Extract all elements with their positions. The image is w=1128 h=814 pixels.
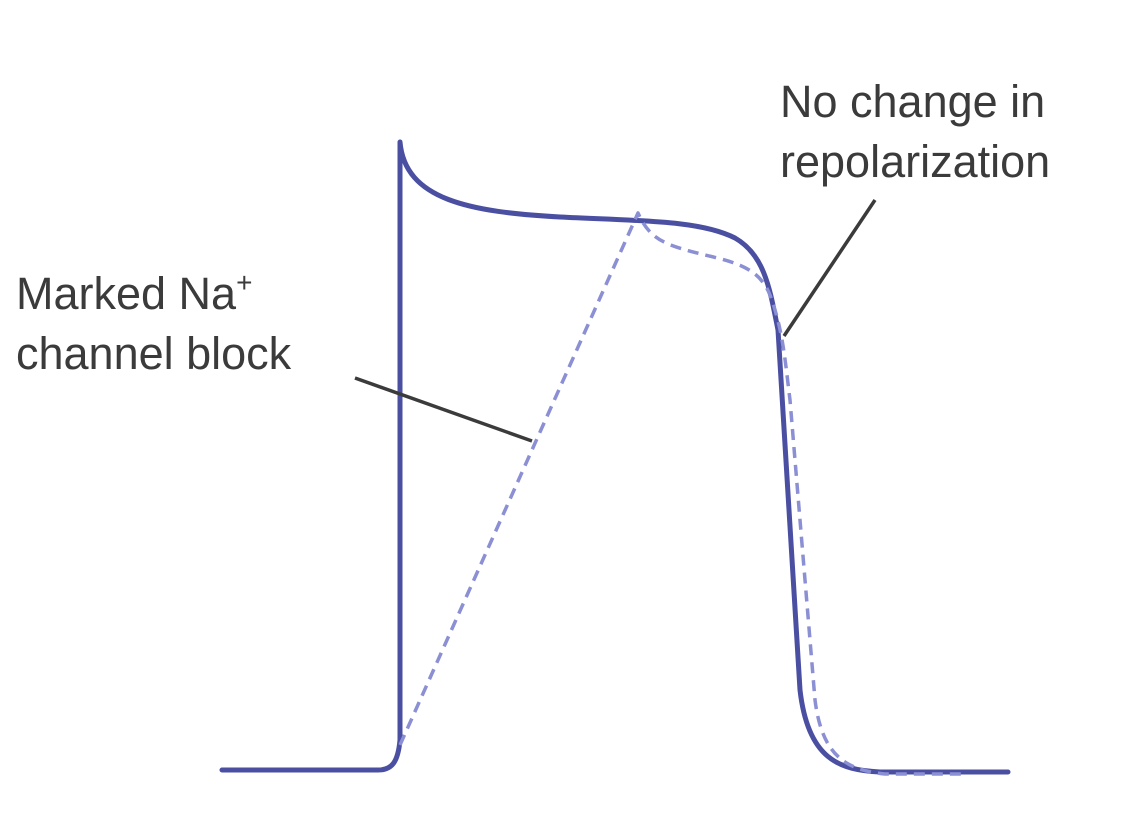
na-block-label-text: Marked Na (16, 268, 237, 319)
na-superscript: + (236, 267, 252, 298)
na-block-action-potential-trace (398, 211, 965, 776)
repolarization-leader-line (782, 199, 877, 337)
na-block-label-line1: Marked Na+ (16, 267, 252, 319)
na-block-label-line2: channel block (16, 328, 292, 379)
repolarization-label-line2: repolarization (780, 136, 1050, 187)
na-block-leader-line (354, 376, 533, 443)
control-action-potential-trace (219, 139, 1011, 775)
repolarization-label-line1: No change in (780, 76, 1045, 127)
